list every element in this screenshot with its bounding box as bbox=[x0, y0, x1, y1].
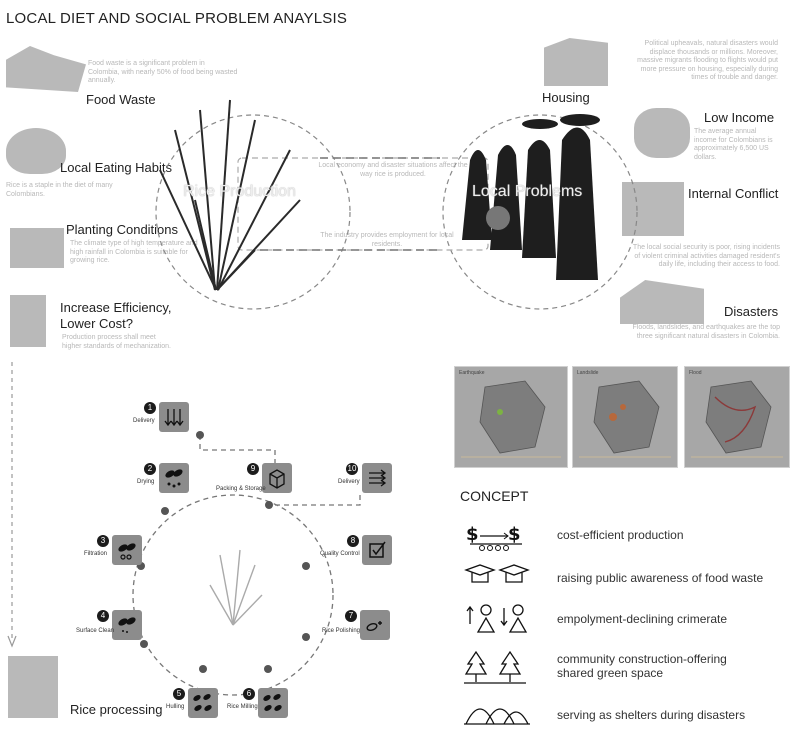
step-number: 5 bbox=[173, 688, 185, 700]
earthquake-map: Earthquake bbox=[454, 366, 568, 468]
processing-machine-image bbox=[8, 656, 58, 718]
step-label: Delivery bbox=[338, 479, 360, 485]
dollar-conveyor-icon: $$ bbox=[464, 518, 534, 554]
concept-text: community construction-offering shared g… bbox=[557, 652, 727, 680]
disasters-label: Disasters bbox=[724, 304, 779, 319]
svg-text:$: $ bbox=[508, 524, 521, 545]
local-problems-circle bbox=[442, 114, 638, 310]
step-delivery-final-box bbox=[362, 463, 392, 493]
internal-conflict-desc: The local social security is poor, risin… bbox=[632, 244, 780, 268]
step-quality-control-box bbox=[362, 535, 392, 565]
step-label: Surface Clean bbox=[76, 628, 115, 634]
eating-habits-image bbox=[6, 128, 66, 174]
efficiency-label: Increase Efficiency, Lower Cost? bbox=[60, 300, 172, 331]
planting-image bbox=[10, 228, 64, 268]
step-number: 7 bbox=[345, 610, 357, 622]
rice-production-title: Rice Production bbox=[183, 183, 296, 200]
housing-image bbox=[544, 38, 608, 86]
step-label: Rice Polishing bbox=[322, 628, 361, 634]
low-income-desc: The average annual income for Colombians… bbox=[694, 128, 773, 161]
landslide-map: Landslide bbox=[572, 366, 678, 468]
map-title: Flood bbox=[689, 370, 702, 376]
map-title: Landslide bbox=[577, 370, 599, 376]
concept-heading: CONCEPT bbox=[460, 488, 529, 504]
low-income-label: Low Income bbox=[704, 110, 775, 125]
down-arrow bbox=[7, 362, 17, 648]
process-node bbox=[140, 640, 148, 648]
rice-plant-illustration bbox=[159, 99, 301, 291]
svg-text:$: $ bbox=[466, 524, 479, 545]
efficiency-desc: Production process shall meet higher sta… bbox=[62, 334, 171, 350]
step-number: 2 bbox=[144, 463, 156, 475]
shelter-arches-icon bbox=[464, 698, 534, 728]
process-node bbox=[302, 562, 310, 570]
step-surface-clean-box bbox=[112, 610, 142, 640]
housing-label: Housing bbox=[542, 90, 590, 105]
process-node bbox=[137, 562, 145, 570]
people-silhouettes bbox=[462, 114, 600, 280]
step-hulling-box bbox=[188, 688, 218, 718]
step-label: Rice Milling bbox=[227, 704, 258, 710]
process-node bbox=[199, 665, 207, 673]
step-drying-box bbox=[159, 463, 189, 493]
link-text-top: Local economy and disaster situations af… bbox=[318, 162, 468, 178]
step-number: 3 bbox=[97, 535, 109, 547]
step-number: 1 bbox=[144, 402, 156, 414]
disasters-desc: Floods, landslides, and earthquakes are … bbox=[632, 324, 781, 340]
step-number: 9 bbox=[247, 463, 259, 475]
planting-desc: The climate type of high temperature and… bbox=[70, 240, 198, 264]
step-label: Delivery bbox=[133, 418, 155, 424]
conflict-image bbox=[622, 182, 684, 236]
internal-conflict-label: Internal Conflict bbox=[688, 186, 779, 201]
step-label: Packing & Storage bbox=[216, 486, 266, 492]
step-number: 10 bbox=[346, 463, 358, 475]
rice-stalk-illustration bbox=[209, 549, 263, 626]
local-problems-title: Local Problems bbox=[472, 183, 583, 200]
machine-image bbox=[10, 295, 46, 347]
food-waste-desc: Food waste is a significant problem in C… bbox=[88, 60, 238, 84]
page-title: LOCAL DIET AND SOCIAL PROBLEM ANAYLSIS bbox=[6, 10, 348, 27]
step-packing-storage-box bbox=[262, 463, 292, 493]
process-node bbox=[196, 431, 204, 439]
step-label: Filtration bbox=[84, 551, 108, 557]
concept-text: empolyment-declining crimerate bbox=[557, 612, 728, 626]
flood-map: Flood bbox=[684, 366, 790, 468]
map-title: Earthquake bbox=[459, 370, 485, 376]
rice-production-circle bbox=[155, 114, 351, 310]
graduation-cap-icon bbox=[464, 562, 534, 592]
step-number: 6 bbox=[243, 688, 255, 700]
step-rice-polishing-box bbox=[360, 610, 390, 640]
eating-habits-desc: Rice is a staple in the diet of many Col… bbox=[6, 182, 113, 198]
process-ring bbox=[132, 435, 361, 696]
step-number: 8 bbox=[347, 535, 359, 547]
concept-text: serving as shelters during disasters bbox=[557, 708, 746, 722]
rice-processing-label: Rice processing bbox=[70, 702, 163, 717]
step-label: Quality Control bbox=[320, 551, 360, 557]
process-node bbox=[302, 633, 310, 641]
step-label: Hulling bbox=[166, 704, 185, 710]
process-node bbox=[264, 665, 272, 673]
process-node bbox=[265, 501, 273, 509]
eating-habits-label: Local Eating Habits bbox=[60, 160, 173, 175]
link-text-bottom: The industry provides employment for loc… bbox=[320, 232, 454, 248]
step-label: Drying bbox=[137, 479, 155, 485]
housing-desc: Political upheavals, natural disasters w… bbox=[637, 40, 778, 81]
planting-label: Planting Conditions bbox=[66, 222, 179, 237]
step-delivery-box bbox=[159, 402, 189, 432]
step-number: 4 bbox=[97, 610, 109, 622]
concept-text: raising public awareness of food waste bbox=[557, 571, 764, 585]
concept-text: cost-efficient production bbox=[557, 528, 684, 542]
step-rice-milling-box bbox=[258, 688, 288, 718]
process-node bbox=[161, 507, 169, 515]
person-arrows-icon bbox=[464, 602, 534, 636]
step-filtration-box bbox=[112, 535, 142, 565]
food-waste-label: Food Waste bbox=[86, 92, 156, 107]
trees-icon bbox=[464, 650, 534, 686]
central-diagram bbox=[155, 99, 638, 310]
income-image bbox=[634, 108, 690, 158]
